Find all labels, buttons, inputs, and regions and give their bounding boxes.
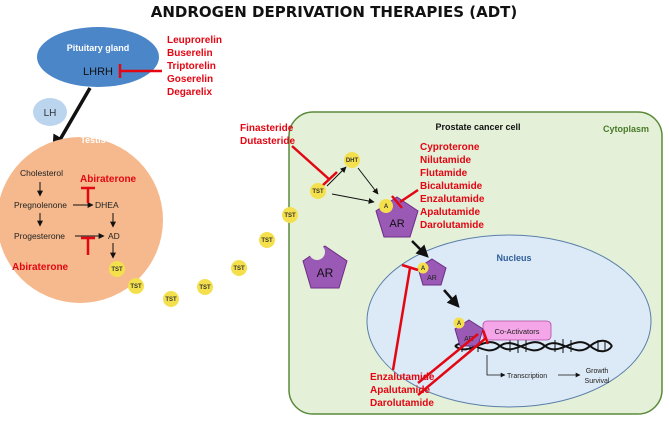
tst-label: TST [312, 189, 324, 195]
nucleus-label: Nucleus [496, 253, 531, 263]
ar-nuclear-1-label: AR [427, 275, 437, 282]
tst-label: TST [130, 284, 142, 290]
five-ari-inhibition-line [291, 145, 331, 181]
transcription-arrow [486, 355, 506, 378]
outcome-growth: Growth [586, 368, 609, 375]
step-cholesterol: Cholesterol [20, 168, 63, 178]
tst-molecule: TST [197, 279, 213, 295]
tst-molecule: TST [128, 278, 144, 294]
nuclear-inhibitor: Darolutamide [370, 398, 434, 409]
five-ari-inhibition-bar [321, 171, 338, 187]
lhrh-drug: Goserelin [167, 74, 213, 85]
pituitary-label: Pituitary gland [67, 43, 130, 53]
abiraterone-top: Abiraterone [80, 174, 137, 185]
ligand-label: A [384, 204, 389, 210]
ar-antagonist-bar [391, 195, 403, 209]
tst-label: TST [111, 267, 123, 273]
abiraterone-bottom: Abiraterone [12, 262, 69, 273]
lhrh-label: LHRH [83, 66, 113, 78]
ligand-nuclear-1-label: A [421, 266, 426, 272]
nuclear-inhibitor-list: Enzalutamide Apalutamide Darolutamide [370, 372, 435, 409]
ar-antagonist-line [399, 188, 419, 204]
ar-nuclear-2-label: AR [464, 336, 474, 343]
ar-antagonist: Cyproterone [420, 142, 480, 153]
ar-antagonist: Bicalutamide [420, 181, 483, 192]
step-dhea: DHEA [95, 200, 119, 210]
tst-trail: TST TST TST TST TST TST TST TST [109, 183, 326, 307]
ar-unbound-label: AR [317, 266, 334, 280]
tst-label: TST [199, 285, 211, 291]
coactivator-inhibition-bar [481, 329, 490, 345]
tst-molecule: TST [109, 261, 125, 277]
ar-label: AR [389, 218, 404, 230]
transcription-label: Transcription [507, 373, 547, 380]
tst-label: TST [165, 297, 177, 303]
lh-label: LH [44, 108, 57, 119]
tst-molecule: TST [259, 232, 275, 248]
coactivator-inhibition-line [417, 337, 487, 396]
step-progesterone: Progesterone [14, 231, 65, 241]
outcome-survival: Survival [585, 378, 610, 385]
tst-label: TST [284, 213, 296, 219]
nuclear-inhibitor: Apalutamide [370, 385, 430, 396]
ar-antagonist-list: Cyproterone Nilutamide Flutamide Bicalut… [420, 142, 485, 231]
tst-molecule: TST [310, 183, 326, 199]
lhrh-drug: Leuprorelin [167, 35, 222, 46]
arrow-tst-ar [331, 193, 375, 204]
tst-label: TST [261, 238, 273, 244]
ligand-nuclear-2-label: A [457, 321, 462, 327]
finasteride-label: Finasteride [240, 123, 294, 134]
testis [0, 137, 163, 303]
cytoplasm-label: Cytoplasm [603, 124, 649, 134]
nuclear-inhibitor: Enzalutamide [370, 372, 435, 383]
ligand-nuclear-2 [453, 317, 465, 329]
diagram-title: ANDROGEN DEPRIVATION THERAPIES (ADT) [151, 3, 518, 21]
ligand-nuclear-1 [417, 262, 429, 274]
dht-molecule [344, 152, 360, 168]
step-ad: AD [108, 231, 120, 241]
nuclear-entry-inhibition-line [391, 267, 412, 371]
dht-label: DHT [346, 158, 359, 164]
tst-molecule: TST [163, 291, 179, 307]
arrow-tst-dht [326, 166, 347, 187]
dna-binding-inhibition-line [417, 333, 479, 384]
lh-bubble [33, 98, 67, 126]
dna-binding-arrow [443, 289, 460, 308]
ligand-bound [379, 199, 393, 213]
translocation-arrow [411, 240, 429, 258]
ar-antagonist: Flutamide [420, 168, 468, 179]
lhrh-drug: Buserelin [167, 48, 213, 59]
ar-antagonist: Nilutamide [420, 155, 472, 166]
lhrh-drug-list: Leuprorelin Buserelin Triptorelin Gosere… [167, 35, 222, 98]
tst-label: TST [233, 266, 245, 272]
step-pregnenolone: Pregnolenone [14, 200, 67, 210]
tst-molecule: TST [282, 207, 298, 223]
nuclear-entry-inhibition-bar [401, 263, 419, 272]
ar-empty-site [309, 244, 325, 260]
lhrh-drug: Degarelix [167, 87, 212, 98]
dutasteride-label: Dutasteride [240, 136, 295, 147]
arrow-dht-ar [357, 167, 379, 195]
coactivators-label: Co-Activators [494, 327, 539, 336]
ar-antagonist: Enzalutamide [420, 194, 485, 205]
ar-antagonist: Darolutamide [420, 220, 484, 231]
testis-label: Testis [80, 135, 105, 145]
lhrh-drug: Triptorelin [167, 61, 216, 72]
ar-antagonist: Apalutamide [420, 207, 480, 218]
tst-molecule: TST [231, 260, 247, 276]
pituitary-gland [37, 27, 159, 87]
cell-label: Prostate cancer cell [435, 122, 520, 132]
